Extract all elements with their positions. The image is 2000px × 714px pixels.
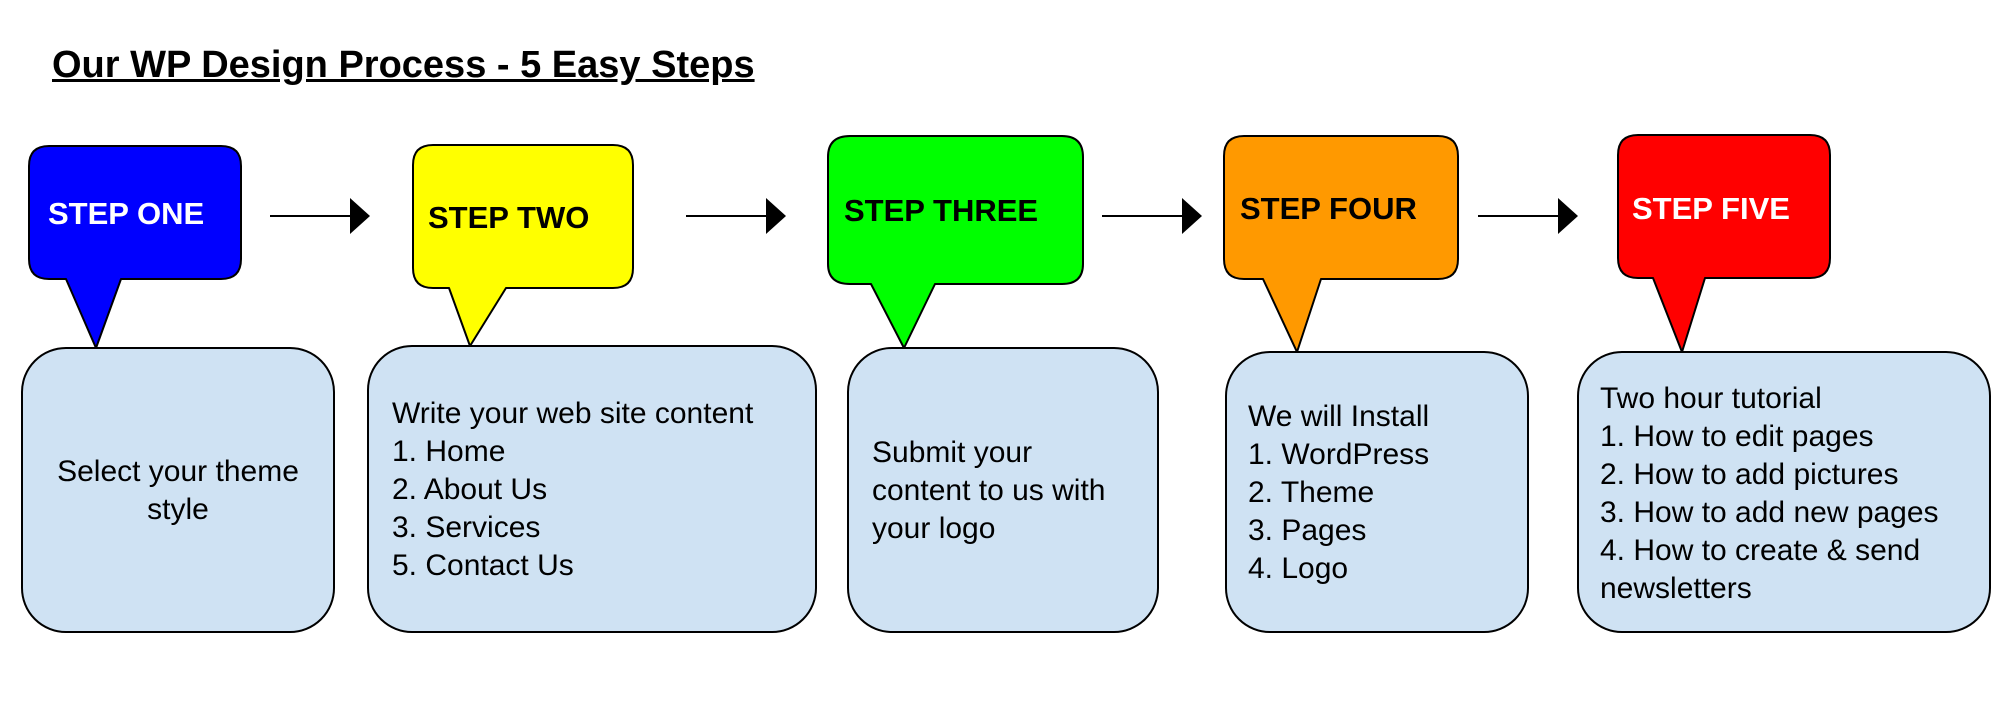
description-line: 3. Pages [1248,514,1367,547]
step-four-label: STEP FOUR [1240,191,1417,226]
description-line: 5. Contact Us [392,549,574,582]
step-four-callout [1223,135,1459,353]
arrow-2 [686,198,786,234]
description-line: Select your theme [57,455,299,488]
arrow-1 [270,198,370,234]
page-title: Our WP Design Process - 5 Easy Steps [52,44,755,86]
step-five-description: Two hour tutorial 1. How to edit pages 2… [1600,380,1939,608]
step-two-description: Write your web site content 1. Home 2. A… [392,395,753,585]
step-one-description-box [21,347,335,633]
step-four-description-box [1225,351,1529,633]
step-two-callout [412,144,634,347]
description-line: We will Install [1248,400,1430,433]
description-line: 1. Home [392,435,506,468]
step-three-callout [827,135,1084,349]
description-line: Two hour tutorial [1600,382,1822,415]
description-line: 1. WordPress [1248,438,1430,471]
description-line: 4. Logo [1248,552,1349,585]
description-line: 3. How to add new pages [1600,496,1939,529]
step-one-callout [28,145,242,349]
arrow-4 [1478,198,1578,234]
description-line: 2. Theme [1248,476,1375,509]
step-three-label: STEP THREE [844,193,1039,228]
step-one-label: STEP ONE [48,196,205,231]
description-line: 2. About Us [392,473,548,506]
description-line: 3. Services [392,511,541,544]
step-three-description-box [847,347,1159,633]
description-line: 1. How to edit pages [1600,420,1874,453]
step-four-description: We will Install 1. WordPress 2. Theme 3.… [1248,398,1429,588]
step-one-description: Select your theme style [22,453,334,529]
step-two-description-box [367,345,817,633]
step-five-description-box [1577,351,1991,633]
description-line: newsletters [1600,572,1752,605]
description-line: content to us with [872,474,1106,507]
step-five-label: STEP FIVE [1632,191,1790,226]
description-line: Write your web site content [392,397,754,430]
description-line: Submit your [872,436,1033,469]
description-line: 2. How to add pictures [1600,458,1899,491]
description-line: style [147,493,209,526]
description-line: 4. How to create & send [1600,534,1921,567]
step-five-callout [1617,134,1831,353]
arrow-3 [1102,198,1202,234]
step-three-description: Submit your content to us with your logo [872,434,1105,548]
step-two-label: STEP TWO [428,200,590,235]
description-line: your logo [872,512,996,545]
